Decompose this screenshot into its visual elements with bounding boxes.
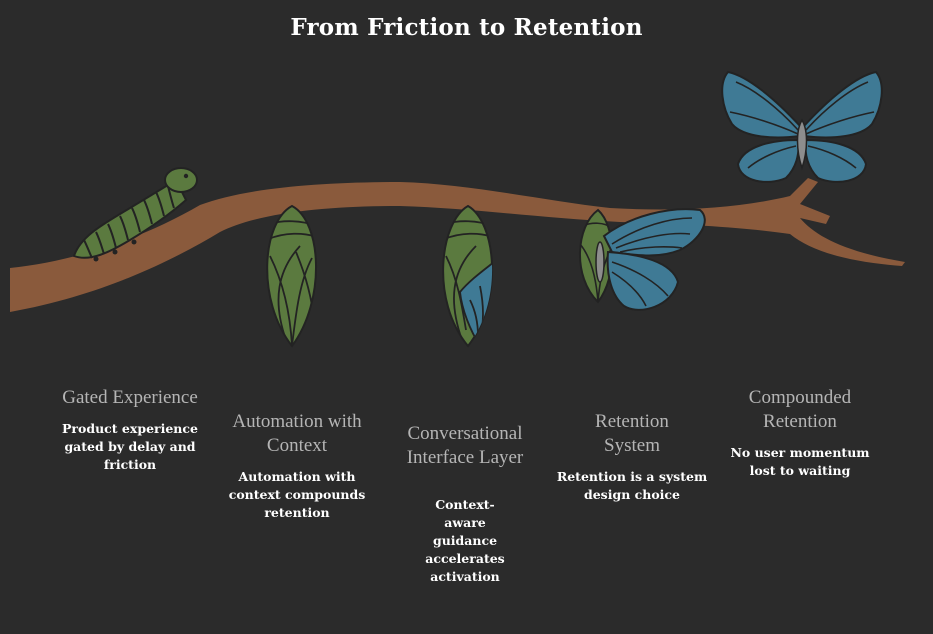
stage-heading: Automation with Context: [232, 411, 362, 456]
page-title: From Friction to Retention: [290, 14, 643, 41]
caterpillar-icon: [72, 167, 198, 262]
stage-conversational-interface-layer: Conversational Interface Layer Context-a…: [380, 422, 550, 586]
stage-description: Product experience gated by delay and fr…: [62, 421, 198, 472]
chrysalis-icon: [266, 204, 317, 348]
stage-gated-experience: Gated Experience Product experience gate…: [50, 386, 210, 474]
stage-description: Automation with context compounds retent…: [228, 469, 366, 520]
stage-heading: Retention System: [595, 411, 669, 456]
butterfly-icon: [721, 70, 883, 183]
stage-retention-system: Retention System Retention is a system d…: [556, 410, 708, 504]
stage-automation-with-context: Automation with Context Automation with …: [214, 410, 380, 522]
stage-compounded-retention: Compounded Retention No user momentum lo…: [720, 386, 880, 480]
stage-description: No user momentum lost to waiting: [730, 445, 870, 478]
stage-description: Retention is a system design choice: [556, 469, 708, 502]
stage-heading: Compounded Retention: [748, 387, 852, 432]
chrysalis-wing-icon: [442, 204, 493, 348]
emerging-butterfly-icon: [579, 208, 706, 311]
stage-heading: Gated Experience: [62, 387, 198, 408]
stage-heading: Conversational Interface Layer: [406, 423, 524, 468]
stage-description: Context-aware guidance accelerates activ…: [425, 497, 505, 584]
